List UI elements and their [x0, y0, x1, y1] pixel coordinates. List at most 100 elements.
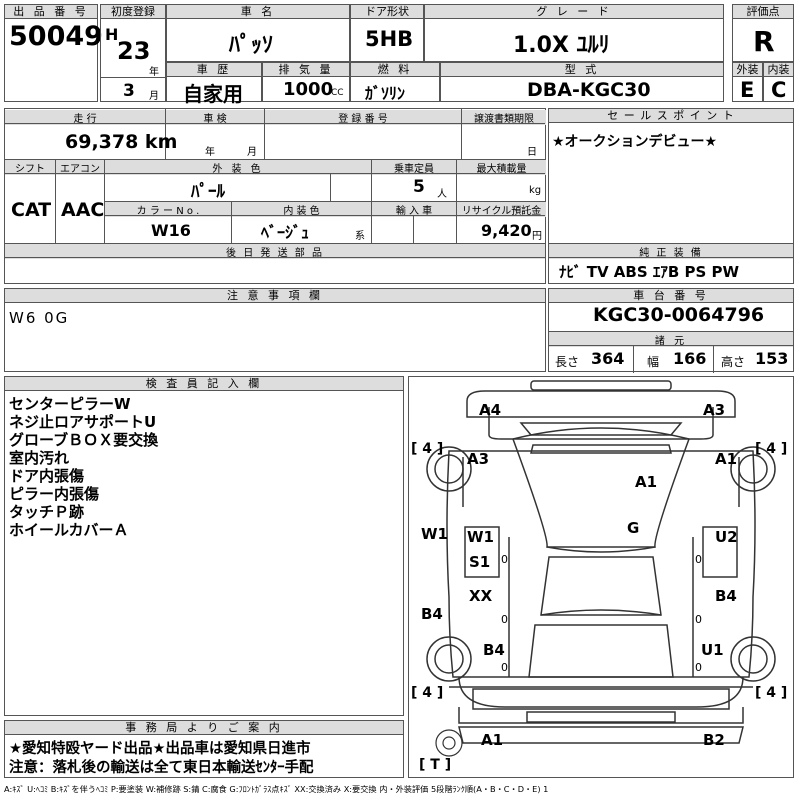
sales-point-cell: セ ー ル ス ポ イ ン ト ★オークションデビュー★ 純 正 装 備 ﾅﾋﾞ… [548, 108, 794, 284]
exterior-color-label: 外 装 色 [105, 160, 371, 175]
inspector-line: ピラー内張傷 [9, 485, 100, 503]
grade-label: グ レ ー ド [425, 5, 723, 19]
exterior-grade-cell: 外装 E [732, 62, 763, 102]
era: H [105, 25, 119, 44]
notes-cell: 注 意 事 項 欄 W6 0G [4, 288, 546, 372]
inspector-line: グローブＢＯＸ要交換 [9, 431, 159, 449]
standard-equipment-label: 純 正 装 備 [549, 244, 793, 259]
inspector-line: 室内汚れ [9, 449, 70, 467]
inspector-notes-label: 検 査 員 記 入 欄 [5, 377, 403, 391]
history-cell: 車 歴 自家用 [166, 62, 262, 106]
import-label: 輸 入 車 [372, 202, 456, 217]
grade-cell: グ レ ー ド 1.0X ﾕﾙﾘ [424, 4, 724, 62]
inspector-line: センターピラーW [9, 395, 131, 413]
grade: 1.0X ﾕﾙﾘ [513, 33, 610, 58]
damage-mark: B4 [483, 641, 505, 659]
standard-equipment: ﾅﾋﾞ TV ABS ｴｱB PS PW [559, 263, 740, 281]
model-code: DBA-KGC30 [527, 79, 651, 101]
width: 166 [673, 349, 707, 368]
interior-color-unit: 系 [355, 231, 365, 242]
height-label: 高さ [721, 355, 746, 369]
interior-grade-label: 内装 [764, 63, 793, 77]
aircon-label: エアコン [56, 160, 104, 175]
lot-number-cell: 出 品 番 号 50049 [4, 4, 103, 102]
mileage: 69,378 km [65, 131, 178, 153]
max-load-label: 最大積載量 [457, 160, 546, 175]
inspector-line: ドア内張傷 [9, 467, 85, 485]
displacement: 1000 [283, 79, 334, 100]
tire-tread-front-right: [ 4 ] [755, 441, 788, 457]
lot-number: 50049 [9, 21, 103, 52]
tire-tread-rear-right: [ 4 ] [755, 685, 788, 701]
height: 153 [755, 349, 789, 368]
inspector-line: タッチＰ跡 [9, 503, 85, 521]
inspector-notes-cell: 検 査 員 記 入 欄 センターピラーW ネジ止ロアサポートU グローブＢＯＸ要… [4, 376, 404, 716]
damage-mark: B4 [421, 605, 443, 623]
handover-deadline-label: 譲渡書類期限 [462, 110, 546, 125]
score-cell: 評価点 R [732, 4, 794, 62]
inspection-month-unit: 月 [247, 147, 257, 158]
interior-color: ﾍﾞｰｼﾞｭ [261, 223, 310, 242]
door-type-cell: ドア形状 5HB [350, 4, 424, 62]
damage-mark: W1 [467, 528, 494, 546]
door-handle-mark: 0 [695, 613, 702, 626]
damage-mark: W1 [421, 525, 448, 543]
interior-grade: C [771, 78, 787, 102]
damage-mark: A1 [635, 473, 658, 491]
notes-label: 注 意 事 項 欄 [5, 289, 545, 303]
inspection-label: 車 検 [166, 110, 264, 125]
damage-mark: S1 [469, 553, 491, 571]
door-handle-mark: 0 [695, 661, 702, 674]
car-name-label: 車 名 [167, 5, 349, 19]
max-load-unit: kg [529, 185, 542, 196]
damage-mark: A4 [479, 401, 502, 419]
fuel: ｶﾞｿﾘﾝ [365, 84, 406, 103]
damage-mark: A1 [481, 731, 504, 749]
spare-tire-mark: [ T ] [419, 757, 452, 773]
damage-legend: A:ｷｽﾞ U:ﾍｺﾐ B:ｷｽﾞを伴うﾍｺﾐ P:要塗装 W:補修跡 S:錆 … [4, 784, 549, 794]
registration-year: 23 [117, 37, 151, 65]
capacity-unit: 人 [437, 189, 447, 200]
color-number: W16 [151, 221, 191, 240]
first-registration-label: 初度登録 [101, 5, 165, 19]
door-handle-mark: 0 [501, 661, 508, 674]
office-notice-line-2: 注意：落札後の輸送は全て東日本輸送ｾﾝﾀｰ手配 [9, 760, 314, 776]
door-handle-mark: 0 [501, 553, 508, 566]
handover-day-unit: 日 [527, 147, 537, 158]
score: R [753, 25, 775, 58]
length: 364 [591, 349, 625, 368]
damage-mark: G [627, 519, 640, 537]
door-handle-mark: 0 [501, 613, 508, 626]
exterior-color: ﾊﾟｰﾙ [191, 182, 225, 202]
tire-tread-front-left: [ 4 ] [411, 441, 444, 457]
inspector-line: ホイールカバーＡ [9, 521, 129, 539]
vehicle-info-block: 走 行 車 検 登 録 番 号 譲渡書類期限 69,378 km 年 月 日 シ… [4, 108, 546, 284]
shift: CAT [11, 199, 52, 221]
office-notice-line-1: ★愛知特殴ヤード出品★出品車は愛知県日進市 [9, 741, 311, 757]
door-type-label: ドア形状 [351, 5, 423, 19]
damage-mark: U1 [701, 641, 724, 659]
recycle-unit: 円 [532, 231, 542, 242]
notes-text: W6 0G [9, 309, 70, 327]
displacement-unit: CC [331, 88, 344, 98]
chassis-label: 車 台 番 号 [549, 289, 793, 303]
interior-grade-cell: 内装 C [763, 62, 794, 102]
score-label: 評価点 [733, 5, 793, 19]
sales-point-label: セ ー ル ス ポ イ ン ト [549, 109, 793, 123]
chassis-cell: 車 台 番 号 KGC30-0064796 諸 元 長さ 364 幅 166 高… [548, 288, 794, 373]
lot-number-label: 出 品 番 号 [5, 5, 97, 19]
car-name: ﾊﾟｯｿ [229, 33, 274, 58]
office-notice-label: 事 務 局 よ り ご 案 内 [5, 721, 403, 735]
model-cell: 型 式 DBA-KGC30 [440, 62, 724, 102]
inspector-line: ネジ止ロアサポートU [9, 413, 157, 431]
damage-mark: A3 [467, 450, 490, 468]
damage-mark: B4 [715, 587, 737, 605]
fuel-cell: 燃 料 ｶﾞｿﾘﾝ [350, 62, 440, 103]
damage-diagram: A4 A3 A3 A1 A1 G W1 W1 S1 U2 XX B4 B4 B4… [408, 376, 794, 778]
fuel-label: 燃 料 [351, 63, 439, 77]
model-label: 型 式 [441, 63, 723, 77]
capacity: 5 [413, 177, 425, 197]
dimensions-label: 諸 元 [549, 332, 793, 347]
capacity-label: 乗車定員 [372, 160, 456, 175]
width-label: 幅 [647, 355, 660, 369]
